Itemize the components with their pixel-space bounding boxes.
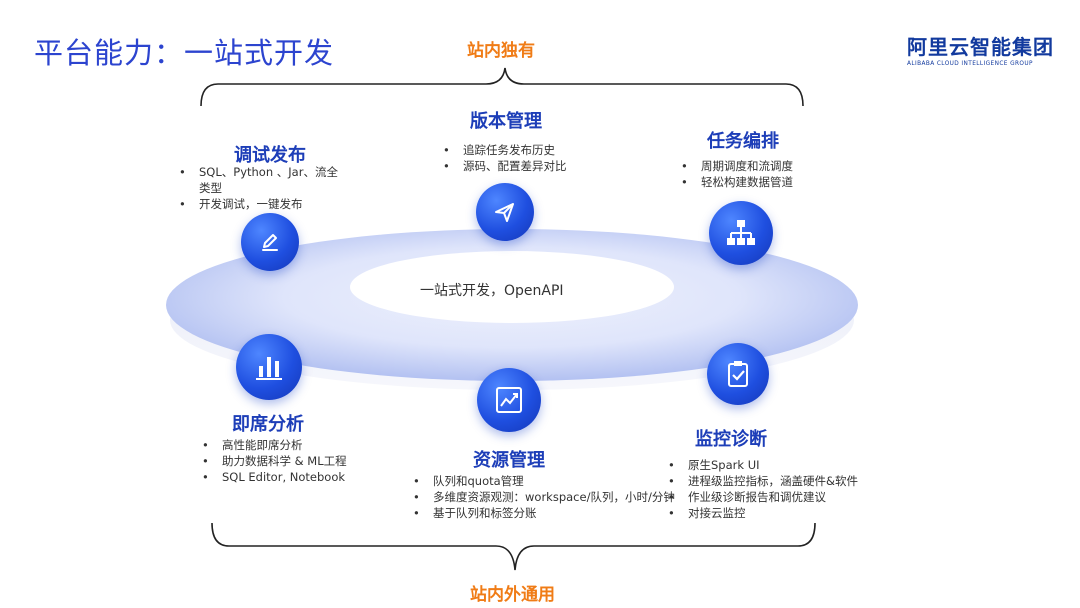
version-icon-badge	[476, 183, 534, 241]
bottom-label: 站内外通用	[470, 585, 555, 605]
list-item: 高性能即席分析	[202, 437, 392, 453]
logo-cn: 阿里云智能集团	[907, 35, 1054, 59]
list-item: 基于队列和标签分账	[413, 505, 683, 521]
monitor-title: 监控诊断	[695, 429, 767, 450]
list-item: 作业级诊断报告和调优建议	[668, 489, 883, 505]
task-list: 周期调度和流调度 轻松构建数据管道	[681, 158, 851, 190]
top-label: 站内独有	[467, 41, 535, 61]
resource-icon-badge	[477, 368, 541, 432]
list-item: 队列和quota管理	[413, 473, 683, 489]
list-item: 进程级监控指标，涵盖硬件&软件	[668, 473, 883, 489]
bottom-bracket	[211, 522, 816, 571]
list-item: 助力数据科学 & ML工程	[202, 453, 392, 469]
resource-title: 资源管理	[473, 450, 545, 471]
resource-list: 队列和quota管理 多维度资源观测：workspace/队列，小时/分钟 基于…	[413, 473, 683, 521]
task-icon-badge	[709, 201, 773, 265]
adhoc-list: 高性能即席分析 助力数据科学 & ML工程 SQL Editor, Notebo…	[202, 437, 392, 485]
task-title: 任务编排	[707, 131, 779, 152]
version-title: 版本管理	[470, 111, 542, 132]
list-item: 开发调试，一键发布	[179, 196, 349, 212]
adhoc-title: 即席分析	[232, 414, 304, 435]
list-item: SQL Editor, Notebook	[202, 469, 392, 485]
inner-disc	[350, 251, 674, 323]
paper-plane-icon	[495, 203, 514, 222]
list-item: 对接云监控	[668, 505, 883, 521]
bar-chart-icon	[256, 357, 282, 380]
list-item: 源码、配置差异对比	[443, 158, 613, 174]
trend-chart-icon	[496, 387, 522, 413]
center-label: 一站式开发，OpenAPI	[420, 283, 564, 299]
monitor-icon-badge	[707, 343, 769, 405]
clipboard-check-icon	[728, 361, 748, 387]
debug-icon-badge	[241, 213, 299, 271]
debug-list: SQL、Python 、Jar、流全类型 开发调试，一键发布	[179, 164, 349, 212]
list-item: 多维度资源观测：workspace/队列，小时/分钟	[413, 489, 683, 505]
hierarchy-icon	[727, 220, 755, 245]
monitor-list: 原生Spark UI 进程级监控指标，涵盖硬件&软件 作业级诊断报告和调优建议 …	[668, 457, 883, 521]
company-logo: 阿里云智能集团 ALIBABA CLOUD INTELLIGENCE GROUP	[907, 31, 1054, 67]
list-item: 周期调度和流调度	[681, 158, 851, 174]
list-item: 轻松构建数据管道	[681, 174, 851, 190]
list-item: SQL、Python 、Jar、流全类型	[179, 164, 349, 196]
pencil-icon	[262, 234, 278, 251]
top-bracket	[200, 67, 804, 107]
list-item: 追踪任务发布历史	[443, 142, 613, 158]
list-item: 原生Spark UI	[668, 457, 883, 473]
logo-en: ALIBABA CLOUD INTELLIGENCE GROUP	[907, 61, 1033, 67]
version-list: 追踪任务发布历史 源码、配置差异对比	[443, 142, 613, 174]
page-title: 平台能力：一站式开发	[34, 36, 335, 70]
adhoc-icon-badge	[236, 334, 302, 400]
debug-title: 调试发布	[234, 145, 306, 166]
